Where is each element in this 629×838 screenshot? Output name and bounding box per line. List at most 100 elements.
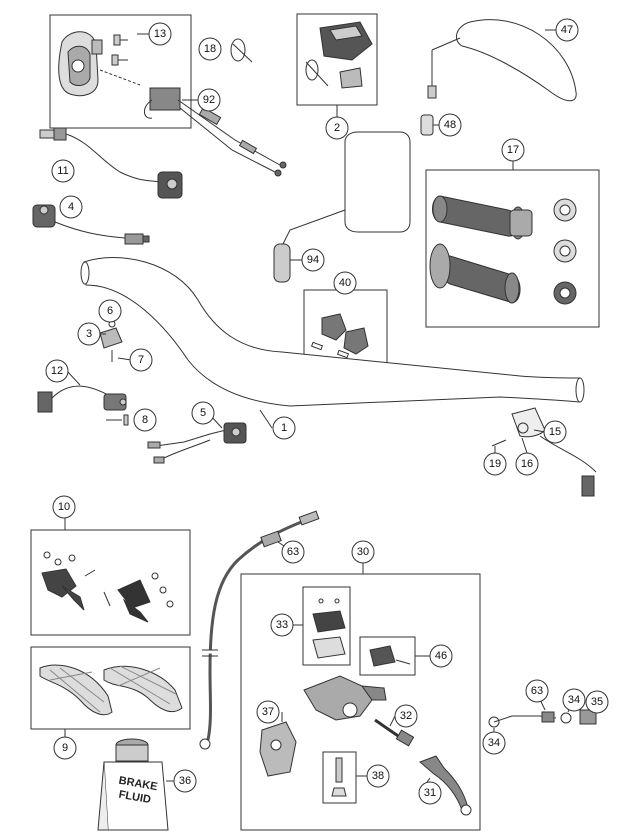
svg-text:11: 11 — [57, 165, 68, 177]
svg-text:1: 1 — [281, 422, 287, 434]
svg-text:35: 35 — [591, 696, 603, 708]
svg-text:16: 16 — [521, 458, 533, 470]
switch-wiring-part — [147, 422, 247, 464]
handguard-right-part — [103, 665, 183, 713]
group-box-9 — [30, 646, 191, 730]
handguard-left-part — [39, 664, 113, 716]
callout-11: 11 — [51, 159, 75, 183]
cam-plates-part — [553, 198, 577, 305]
mirror-nut-part — [420, 114, 434, 136]
bracket-part — [99, 327, 123, 349]
svg-text:19: 19 — [489, 458, 501, 470]
piston-part — [374, 718, 415, 747]
svg-text:4: 4 — [68, 201, 74, 213]
svg-text:6: 6 — [107, 305, 113, 317]
screw-parts — [99, 34, 141, 86]
svg-text:94: 94 — [307, 254, 319, 266]
clamp-part — [310, 313, 369, 359]
handlebar-end-right — [575, 377, 585, 403]
callout-40: 40 — [333, 271, 357, 295]
svg-text:18: 18 — [204, 43, 216, 55]
svg-text:34: 34 — [568, 694, 580, 706]
svg-text:5: 5 — [200, 407, 206, 419]
callout-2: 2 — [325, 116, 349, 140]
throttle-cable-part — [144, 87, 287, 177]
callout-63-upper: 63 — [281, 540, 305, 564]
clutch-hose-part — [199, 510, 320, 750]
reservoir-cap-part — [312, 598, 346, 659]
clutch-lever-part — [419, 755, 472, 816]
svg-text:10: 10 — [58, 501, 70, 513]
switch-cable-part — [39, 127, 183, 199]
switch-housing-part — [58, 31, 103, 97]
svg-text:31: 31 — [424, 787, 436, 799]
bolt-part-8 — [123, 414, 129, 426]
svg-text:3: 3 — [86, 328, 92, 340]
master-cylinder-part — [303, 675, 387, 721]
map-switch-part — [305, 21, 373, 89]
svg-text:13: 13 — [154, 28, 166, 40]
grip-lower-part — [429, 243, 521, 304]
svg-text:17: 17 — [507, 144, 519, 156]
callout-33: 33 — [270, 613, 294, 637]
svg-text:30: 30 — [357, 546, 369, 558]
grip-upper-part — [432, 195, 533, 240]
pivot-bolt-part — [331, 757, 347, 797]
cable-tie-part — [230, 38, 253, 63]
callout-17: 17 — [501, 138, 525, 162]
callout-10: 10 — [52, 495, 76, 519]
callout-3: 3 — [77, 322, 101, 346]
svg-text:7: 7 — [138, 354, 144, 366]
callout-63-lower: 63 — [525, 679, 549, 703]
svg-text:36: 36 — [179, 775, 191, 787]
group-box-33 — [302, 586, 351, 666]
switch-cable-12-part — [37, 385, 127, 413]
callout-46: 46 — [429, 644, 453, 668]
lever-hardware-part — [41, 551, 174, 623]
svg-text:12: 12 — [51, 365, 63, 377]
number-plate-part — [273, 131, 411, 283]
svg-text:37: 37 — [262, 706, 274, 718]
callout-34-upper: 34 — [562, 688, 586, 712]
hose-fittings-part — [488, 709, 597, 728]
svg-text:9: 9 — [62, 742, 68, 754]
callout-12: 12 — [45, 359, 69, 383]
pivot-set-part — [369, 645, 411, 667]
callout-94: 94 — [301, 248, 325, 272]
callout-47: 47 — [555, 18, 579, 42]
callout-34-lower: 34 — [482, 731, 506, 755]
callout-5: 5 — [191, 401, 215, 425]
kill-switch-part — [32, 204, 150, 245]
lever-housing-part — [259, 721, 297, 777]
group-box-10 — [30, 529, 191, 636]
callout-4: 4 — [59, 195, 83, 219]
mirror-part — [427, 19, 577, 102]
svg-text:48: 48 — [444, 119, 456, 131]
callout-30: 30 — [351, 540, 375, 564]
callout-38: 38 — [366, 764, 390, 788]
svg-text:63: 63 — [287, 546, 299, 558]
svg-text:8: 8 — [142, 414, 148, 426]
callout-35: 35 — [585, 690, 609, 714]
group-box-38 — [322, 751, 357, 804]
svg-text:33: 33 — [276, 619, 288, 631]
svg-text:2: 2 — [334, 122, 340, 134]
callout-19: 19 — [483, 452, 507, 476]
svg-text:40: 40 — [339, 277, 351, 289]
svg-text:15: 15 — [549, 426, 561, 438]
callout-9: 9 — [53, 736, 77, 760]
svg-text:32: 32 — [400, 710, 412, 722]
callout-37: 37 — [256, 700, 280, 724]
callout-48: 48 — [438, 113, 462, 137]
group-box-30 — [240, 573, 481, 831]
callout-15: 15 — [543, 420, 567, 444]
svg-text:63: 63 — [531, 685, 543, 697]
callout-92: 92 — [197, 88, 221, 112]
svg-text:34: 34 — [488, 737, 500, 749]
callout-7: 7 — [129, 348, 153, 372]
svg-text:47: 47 — [561, 24, 573, 36]
callout-13: 13 — [148, 22, 172, 46]
callout-32: 32 — [394, 704, 418, 728]
callout-18: 18 — [198, 37, 222, 61]
